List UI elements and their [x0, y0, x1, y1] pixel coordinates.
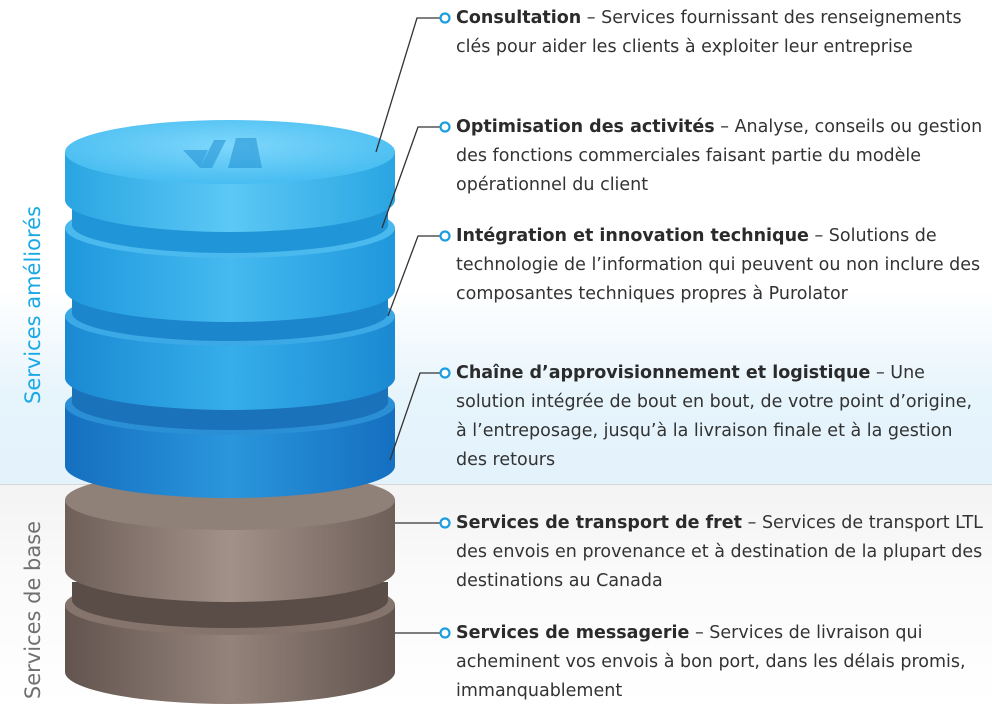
service-messagerie: Services de messagerie – Services de liv… — [456, 619, 986, 706]
service-title: Chaîne d’approvisionnement et logistique — [456, 363, 871, 383]
service-consultation: Consultation – Services fournissant des … — [456, 4, 986, 62]
service-text: Solutions de technologie de l’informatio… — [456, 226, 981, 304]
service-title: Services de messagerie — [456, 623, 690, 643]
separator: – — [689, 623, 710, 643]
connector-consultation — [375, 17, 440, 153]
service-title: Optimisation des activités — [456, 117, 715, 137]
separator: – — [581, 8, 602, 28]
bullet-logistique — [439, 367, 451, 379]
service-logistique: Chaîne d’approvisionnement et logistique… — [456, 359, 986, 475]
separator: – — [808, 226, 829, 246]
service-text: Analyse, conseils ou gestion des fonctio… — [456, 117, 983, 195]
separator: – — [870, 363, 891, 383]
service-title: Consultation — [456, 8, 582, 28]
bullet-messagerie — [439, 627, 451, 639]
service-text: Services de livraison qui acheminent vos… — [456, 623, 966, 701]
service-title: Intégration et innovation technique — [456, 226, 809, 246]
service-text: Services fournissant des renseignements … — [456, 8, 962, 57]
purolator-logo-icon — [183, 138, 262, 168]
section-divider — [0, 484, 992, 485]
service-title: Services de transport de fret — [456, 513, 743, 533]
bullet-consultation — [439, 12, 451, 24]
layer-consultation-disk — [65, 120, 395, 232]
connector-optimisation — [381, 126, 440, 229]
bullet-integration — [439, 230, 451, 242]
service-text: Une solution intégrée de bout en bout, d… — [456, 363, 973, 470]
service-text: Services de transport LTL des envois en … — [456, 513, 983, 591]
connector-logistique — [389, 372, 440, 461]
connector-integration — [387, 235, 440, 317]
service-optimisation: Optimisation des activités – Analyse, co… — [456, 113, 986, 200]
separator: – — [742, 513, 762, 533]
service-fret: Services de transport de fret – Services… — [456, 509, 986, 596]
bullet-optimisation — [439, 121, 451, 133]
bullet-fret — [439, 517, 451, 529]
service-integration: Intégration et innovation technique – So… — [456, 222, 986, 309]
separator: – — [714, 117, 735, 137]
